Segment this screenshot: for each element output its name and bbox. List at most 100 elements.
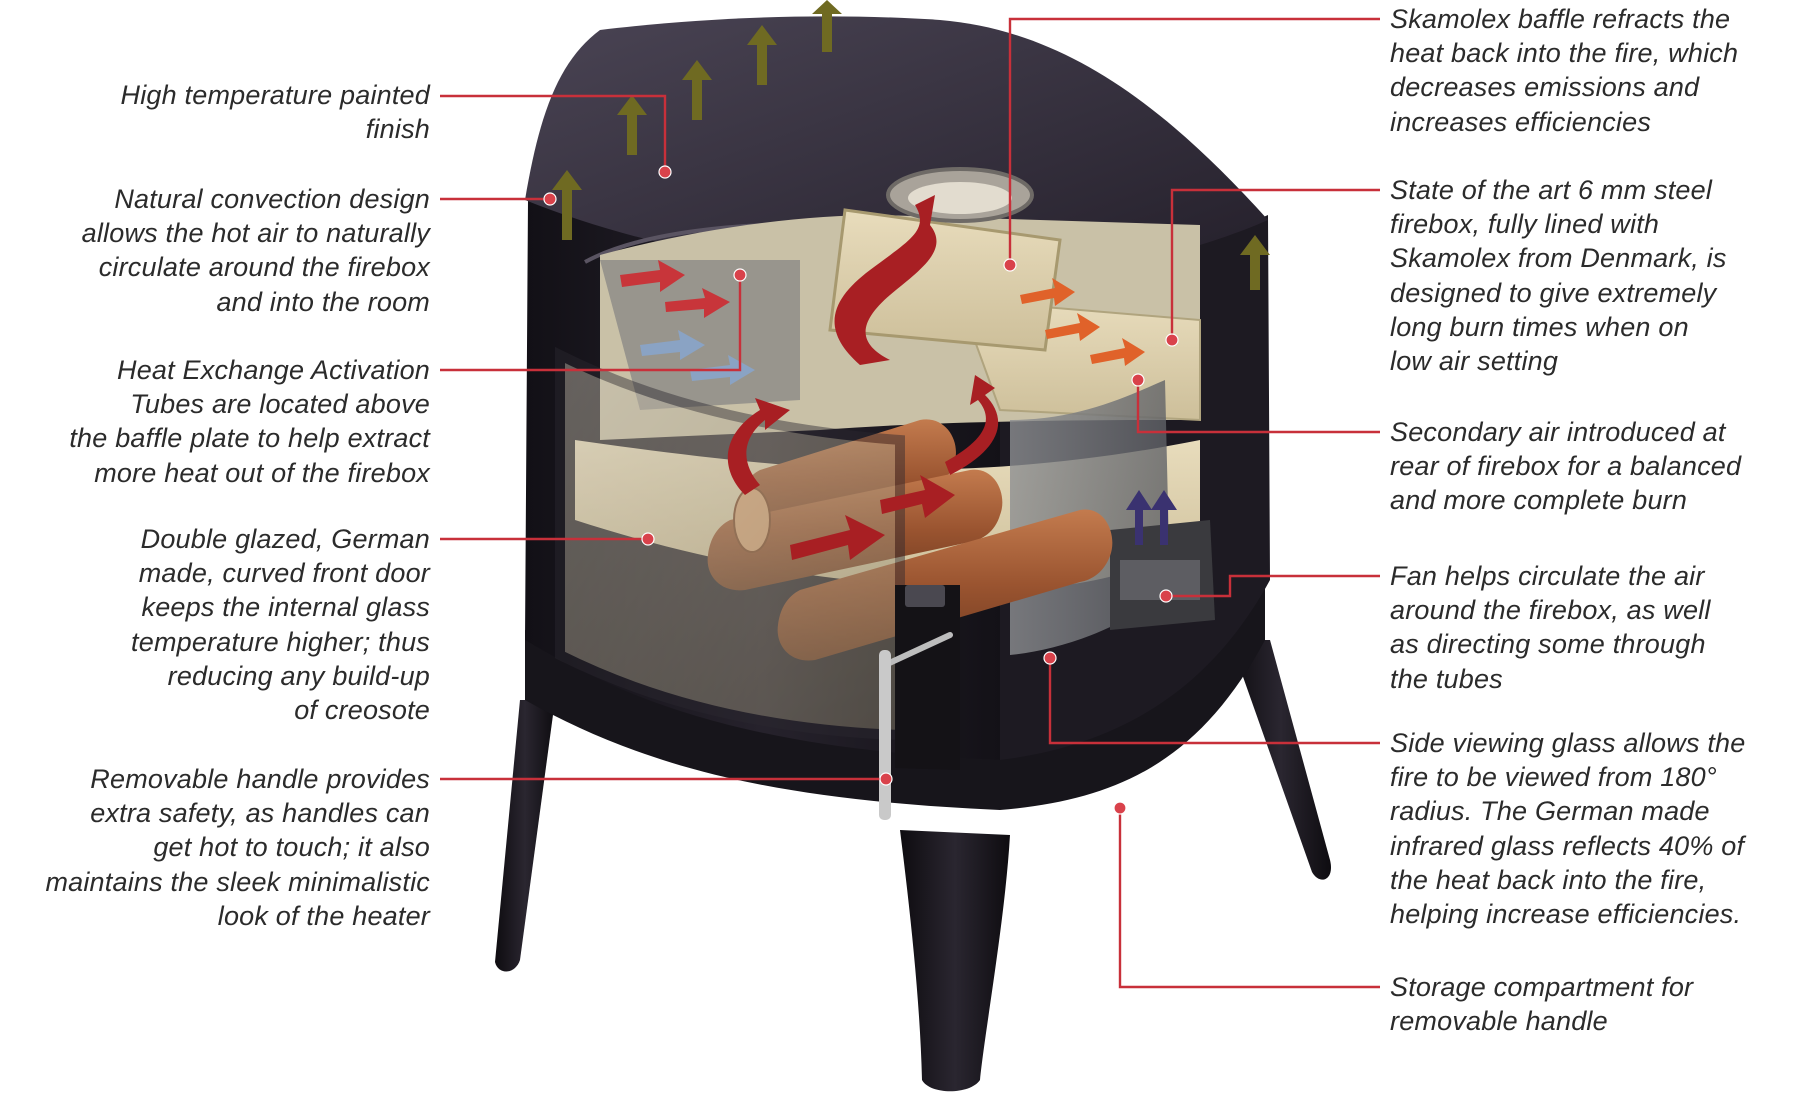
callout-line: get hot to touch; it also: [153, 832, 430, 863]
callout-line: the baffle plate to help extract: [69, 423, 430, 454]
heat-flow-arrows: [620, 195, 1145, 560]
leader-lines: [440, 17, 1380, 989]
callout-line: around the firebox, as well: [1390, 595, 1711, 626]
callout-line: Double glazed, German: [140, 524, 430, 554]
heat-arrow-1: [790, 515, 885, 560]
secondary-air-arrow-2: [1045, 313, 1100, 341]
callout-line: increases efficiencies: [1390, 106, 1652, 137]
leader-secondary: [1136, 380, 1380, 434]
callout-line: extra safety, as handles can: [90, 798, 430, 829]
leader-baffle: [1008, 17, 1380, 265]
callout-line: of creosote: [294, 695, 430, 726]
callout-secondary-air: Secondary air introduced at rear of fire…: [1390, 415, 1800, 518]
callout-painted-finish: High temperature painted finish: [0, 78, 430, 146]
handle-rod: [879, 650, 891, 820]
callout-line: long burn times when on: [1390, 311, 1689, 342]
heat-arrow-2: [880, 475, 955, 518]
leader-storage: [1118, 808, 1380, 989]
callout-double-glazed-door: Double glazed, German made, curved front…: [0, 522, 430, 727]
callout-line: look of the heater: [217, 900, 430, 931]
dot-baffle: [1003, 258, 1017, 272]
convection-arrow-5: [812, 0, 842, 52]
callout-line: Side viewing glass allows the: [1390, 728, 1746, 758]
callout-line: as directing some through: [1390, 629, 1706, 660]
callout-line: made, curved front door: [138, 558, 430, 589]
callout-line: reducing any build-up: [167, 660, 430, 691]
leader-sideglass: [1048, 658, 1380, 745]
secondary-air-arrow-1: [1020, 278, 1075, 306]
heat-arrow-curl-left: [727, 398, 790, 495]
convection-arrows: [552, 0, 1270, 290]
dot-sideglass: [1043, 651, 1057, 665]
dot-fan: [1159, 589, 1173, 603]
skamolex-baffle: [828, 208, 1062, 352]
callout-natural-convection: Natural convection design allows the hot…: [0, 182, 430, 319]
callout-line: radius. The German made: [1390, 796, 1710, 827]
handle-arm: [882, 632, 953, 668]
heat-arrow-curl-right: [945, 375, 999, 475]
leader-dots: [543, 165, 1179, 815]
callout-storage-compartment: Storage compartment for removable handle: [1390, 970, 1800, 1038]
callout-line: circulate around the firebox: [98, 252, 430, 283]
callout-line: infrared glass reflects 40% of: [1390, 830, 1745, 861]
callout-side-viewing-glass: Side viewing glass allows the fire to be…: [1390, 726, 1800, 931]
fan-arrow-1: [1126, 490, 1152, 545]
callout-line: Storage compartment for: [1390, 972, 1694, 1002]
callout-line: allows the hot air to naturally: [81, 218, 430, 249]
callout-line: Fan helps circulate the air: [1390, 561, 1705, 591]
flue-opening: [908, 182, 1012, 214]
callout-line: Natural convection design: [114, 184, 430, 214]
callout-line: High temperature painted: [120, 80, 430, 110]
stove-apron: [525, 560, 1265, 810]
callout-line: firebox, fully lined with: [1390, 209, 1660, 240]
heat-arrow-4: [665, 288, 730, 318]
convection-arrow-1: [552, 170, 582, 240]
callout-line: temperature higher; thus: [131, 626, 430, 657]
callout-removable-handle: Removable handle provides extra safety, …: [0, 762, 430, 933]
door-latch: [905, 585, 945, 607]
dot-painted: [658, 165, 672, 179]
callout-line: maintains the sleek minimalistic: [45, 866, 430, 897]
dot-handle: [879, 772, 893, 786]
callout-line: State of the art 6 mm steel: [1390, 175, 1713, 205]
callout-heat-exchange-tubes: Heat Exchange Activation Tubes are locat…: [0, 353, 430, 490]
callout-line: keeps the internal glass: [141, 592, 430, 623]
leader-firebox: [1170, 188, 1380, 340]
callout-line: low air setting: [1390, 346, 1559, 377]
callout-line: designed to give extremely: [1390, 277, 1717, 308]
door-frame-right: [895, 585, 960, 770]
convection-arrow-6: [1240, 235, 1270, 290]
callout-line: more heat out of the firebox: [94, 457, 430, 488]
leader-painted: [440, 94, 667, 172]
callout-line: removable handle: [1390, 1006, 1608, 1037]
callout-steel-firebox: State of the art 6 mm steel firebox, ful…: [1390, 173, 1800, 378]
convection-arrow-4: [747, 25, 777, 85]
leader-heatx: [440, 275, 742, 372]
dot-convection: [543, 192, 557, 206]
heat-arrow-s-curve: [834, 195, 937, 365]
dot-firebox: [1165, 333, 1179, 347]
leg-front-left: [495, 700, 555, 972]
dot-secondary: [1131, 373, 1145, 387]
stove-legs: [495, 560, 1331, 1092]
dot-storage: [1113, 801, 1127, 815]
callout-skamolex-baffle: Skamolex baffle refracts the heat back i…: [1390, 2, 1800, 139]
callout-line: and more complete burn: [1390, 485, 1688, 516]
callout-line: fire to be viewed from 180°: [1390, 762, 1717, 793]
heat-arrow-3: [620, 260, 685, 292]
leg-back-right: [1230, 640, 1331, 880]
stove-top: [525, 16, 1268, 280]
callout-line: Removable handle provides: [90, 764, 430, 794]
callout-line: Tubes are located above: [130, 389, 430, 420]
callout-line: Heat Exchange Activation: [117, 355, 430, 385]
leader-fan: [1166, 574, 1380, 598]
fan-arrow-2: [1151, 490, 1177, 545]
dot-glazed: [641, 532, 655, 546]
secondary-air-arrow-3: [1090, 338, 1145, 366]
callout-line: decreases emissions and: [1390, 72, 1700, 103]
callout-line: heat back into the fire, which: [1390, 38, 1739, 69]
callout-fan: Fan helps circulate the air around the f…: [1390, 559, 1800, 696]
convection-arrow-2: [617, 95, 647, 155]
front-door: [555, 346, 960, 820]
